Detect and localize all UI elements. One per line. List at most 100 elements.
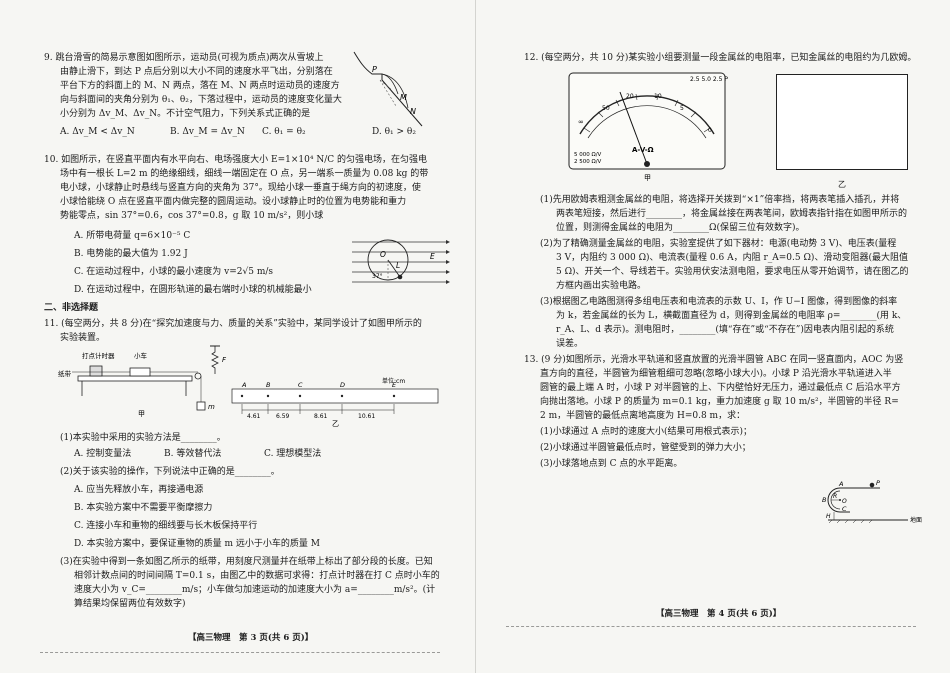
q10-line-4: 小球恰能绕 O 点在竖直平面内做完整的圆周运动。设小球静止时的位置为电势能和重力 [60, 197, 407, 207]
label-b: B [822, 496, 827, 504]
scale-20: 20 [626, 93, 634, 100]
q11-sub3-line-2: 相邻计数点间的时间间隔 T=0.1 s，由图乙中的数据可求得：打点计时器在打 C… [74, 571, 440, 581]
left-page: 9. 跳台滑雪的简易示意图如图所示，运动员(可视为质点)两次从雪坡上 由静止滑下… [0, 0, 475, 673]
q12-sub1-line-3: 位置，则测得金属丝的电阻为________Ω(保留三位有效数字)。 [556, 223, 805, 233]
q11-line-2: 实验装置。 [60, 333, 106, 343]
caption-yi: 乙 [332, 420, 339, 428]
q12-sub1-line-1: (1)先用欧姆表粗测金属丝的电阻，将选择开关拨到“×1”倍率挡，将两表笔插入插孔… [540, 195, 900, 205]
point-c: C [298, 381, 303, 389]
label-timer: 打点计时器 [82, 351, 115, 360]
q12-sub2-line-2: 3 V，内阻约 3 000 Ω)、电流表(量程 0.6 A，内阻 r_A=0.5… [556, 253, 908, 263]
label-angle: 37° [372, 273, 383, 280]
q13-sub-1: (1)小球通过 A 点时的速度大小(结果可用根式表示)； [540, 427, 752, 437]
q10-line-2: 场中有一根长 L=2 m 的绝缘细线，细线一端固定在 O 点，另一端系一质量为 … [60, 169, 429, 179]
label-tape: 纸带 [58, 369, 72, 378]
q11-sub1-option-c: C. 理想模型法 [264, 449, 322, 459]
label-h: H [826, 513, 831, 520]
point-b: B [266, 381, 271, 389]
q10-option-b: B. 电势能的最大值为 1.92 J [74, 249, 188, 259]
q11-sub1-option-a: A. 控制变量法 [74, 449, 132, 459]
caption-yi-right: 乙 [838, 180, 846, 189]
label-c: C [842, 505, 847, 513]
footer-page-3: 【高三物理 第 3 页(共 6 页)】 [188, 633, 314, 643]
tape-unit: 单位:cm [382, 377, 405, 385]
meter-mode-label: A-V-Ω [632, 146, 654, 154]
point-d: D [340, 381, 345, 389]
q11-sub3-line-1: (3)在实验中得到一条如图乙所示的纸带，用刻度尺测量并在纸带上标出了部分段的长度… [60, 557, 433, 567]
q11-sub2-option-a: A. 应当先释放小车，再接通电源 [74, 485, 204, 495]
label-a: A [838, 480, 843, 488]
label-ground: 地面 [910, 516, 922, 524]
dist-ab: 4.61 [247, 413, 261, 420]
point-e: E [392, 381, 397, 389]
q10-option-c: C. 在运动过程中，小球的最小速度为 v=2√5 m/s [74, 267, 274, 277]
q13-sub-3: (3)小球落地点到 C 点的水平距离。 [540, 459, 683, 469]
label-n: N [410, 107, 416, 116]
q10-line-5: 势能零点，sin 37°=0.6，cos 37°=0.8，g 取 10 m/s²… [60, 211, 324, 221]
q11-sub2: (2)关于该实验的操作，下列说法中正确的是________。 [60, 467, 280, 477]
q10-option-d: D. 在运动过程中，在圆形轨道的最右端时小球的机械能最小 [74, 285, 312, 295]
q11-sub3-line-4: 算结果均保留两位有效数字) [74, 599, 186, 609]
q11-sub3-line-3: 速度大小为 v_C=________m/s；小车做匀加速运动的加速度大小为 a=… [74, 585, 436, 595]
q12-sub3-line-3: r_A、L、d 表示)。测电阻时，________(填“存在”或“不存在”)因电… [556, 325, 894, 335]
q10-line-3: 电小球，小球静止时悬线与竖直方向的夹角为 37°。现给小球一垂直于绳方向的初速度… [60, 183, 421, 193]
label-o-center: O [842, 498, 847, 505]
dist-cd: 8.61 [314, 413, 328, 420]
label-p-ball: P [876, 479, 880, 487]
page-4-bottom-rule [506, 626, 916, 627]
circuit-box[interactable] [776, 74, 908, 170]
label-m: M [400, 93, 407, 102]
q12-sub3-line-2: 为 k，若金属丝的长为 L，横截面直径为 d，则得到金属丝的电阻率 ρ=____… [556, 311, 907, 321]
q12-sub1-line-2: 两表笔短接，然后进行________，将金属丝接在两表笔间，欧姆表指针指在如图甲… [556, 209, 908, 219]
q9-option-d: D. θ₁ > θ₂ [372, 127, 416, 137]
q9-line-1: 9. 跳台滑雪的简易示意图如图所示，运动员(可视为质点)两次从雪坡上 [44, 53, 324, 63]
label-p: P [372, 65, 377, 74]
point-a: A [241, 381, 246, 389]
q12-sub3-line-1: (3)根据图乙电路图测得多组电压表和电流表的示数 U、I，作 U−I 图像，得到… [540, 297, 898, 307]
q13-line-1: 13. (9 分)如图所示，光滑水平轨道和竖直放置的光滑半圆管 ABC 在同一竖… [524, 355, 904, 365]
meter-spec-2: 2 500 Ω/V [574, 159, 602, 165]
scale-50: 50 [602, 105, 610, 112]
section-title: 二、非选择题 [44, 303, 99, 313]
q9-line-3: 平台下方的斜面上的 M、N 两点，落在 M、N 两点时运动员的速度方 [60, 81, 340, 91]
right-page: 12. (每空两分，共 10 分)某实验小组要测量一段金属丝的电阻率，已知金属丝… [475, 0, 950, 673]
q12-sub2-line-4: 方框内画出实验电路。 [556, 281, 647, 291]
label-car: 小车 [134, 351, 148, 360]
q13-line-2: 直方向的直径，半圆管为细管粗细可忽略(忽略小球大小)。小球 P 沿光滑水平轨道进… [540, 369, 892, 379]
q11-sub1: (1)本实验中采用的实验方法是________。 [60, 433, 226, 443]
page-3-bottom-rule [40, 652, 440, 653]
q11-sub2-option-c: C. 连接小车和重物的细线要与长木板保持平行 [74, 521, 258, 531]
label-o: O [380, 250, 386, 259]
q12-intro: 12. (每空两分，共 10 分)某实验小组要测量一段金属丝的电阻率，已知金属丝… [524, 53, 917, 63]
q9-option-c: C. θ₁ = θ₂ [262, 127, 306, 137]
meter-spec-1: 5 000 Ω/V [574, 152, 602, 158]
scale-5: 5 [680, 105, 684, 112]
multimeter-diagram: 2.5 5.0 2.5 P 0 5 10 20 50 ∞ A-V-Ω 5 000… [568, 72, 728, 182]
dist-de: 10.61 [358, 413, 375, 420]
meter-top-right-scale: 2.5 5.0 2.5 P [690, 76, 728, 83]
q9-line-5: 小分别为 Δv_M、Δv_N。不计空气阻力，下列关系式正确的是 [60, 109, 311, 119]
label-l: L [396, 261, 400, 270]
q10-option-a: A. 所带电荷量 q=6×10⁻⁵ C [74, 231, 191, 241]
q13-line-3: 圆管的最上端 A 时，小球 P 对半圆管的上、下内壁恰好无压力，通过最低点 C … [540, 383, 901, 393]
scale-zero: 0 [708, 127, 712, 134]
q9-option-b: B. Δv_M = Δv_N [170, 127, 245, 137]
q11-sub2-option-b: B. 本实验方案中不需要平衡摩擦力 [74, 503, 213, 513]
q13-line-5: 2 m，半圆管的最低点离地高度为 H=0.8 m，求： [540, 411, 746, 421]
q9-option-a: A. Δv_M < Δv_N [60, 127, 135, 137]
q13-line-4: 向抛出落地。小球 P 的质量为 m=0.1 kg，重力加速度 g 取 10 m/… [540, 397, 899, 407]
label-f: F [222, 356, 227, 364]
caption-jia: 甲 [138, 410, 145, 418]
label-r: R [833, 493, 837, 500]
q12-sub3-line-4: 误差。 [556, 339, 584, 349]
label-e: E [430, 252, 435, 261]
q9-line-4: 向与斜面间的夹角分别为 θ₁、θ₂，下落过程中，运动员的速度变化量大 [60, 95, 342, 105]
footer-page-4: 【高三物理 第 4 页(共 6 页)】 [656, 609, 782, 619]
q12-sub2-line-1: (2)为了精确测量金属丝的电阻，实验室提供了如下器材：电源(电动势 3 V)、电… [540, 239, 897, 249]
electric-field-diagram: O L E 37° [352, 239, 450, 284]
apparatus-diagram: 打点计时器 小车 纸带 F m 甲 [58, 345, 227, 418]
ski-jump-diagram: P M N [353, 51, 423, 127]
q11-line-1: 11. (每空两分，共 8 分)在“探究加速度与力、质量的关系”实验中，某同学设… [44, 319, 422, 329]
q10-line-1: 10. 如图所示，在竖直平面内有水平向右、电场强度大小 E=1×10⁴ N/C … [44, 155, 427, 165]
q9-line-2: 由静止滑下，到达 P 点后分别以大小不同的速度水平飞出，分别落在 [60, 67, 333, 77]
